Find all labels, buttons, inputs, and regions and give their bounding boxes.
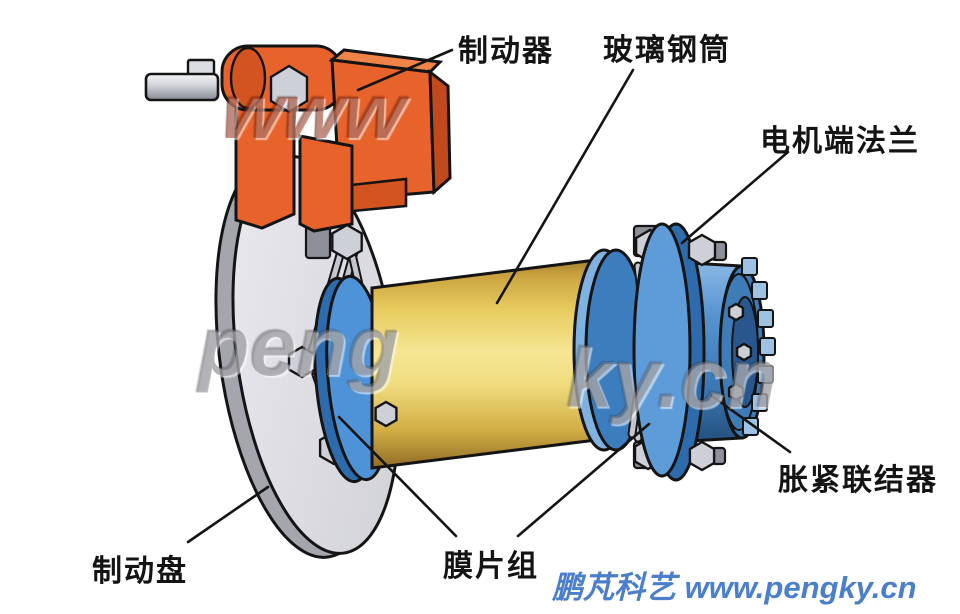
leader-brake-disc — [186, 485, 270, 544]
bolt-right-bottom-right — [688, 440, 716, 472]
leader-brake — [356, 48, 454, 92]
bolt-left-top — [331, 223, 363, 261]
bolt-right-top-right — [687, 233, 717, 267]
caliper-cylinder-cap — [229, 46, 267, 110]
bolt-left-flange-mid — [374, 400, 398, 428]
leader-expansion-coupling — [710, 394, 792, 454]
caliper-block-side — [428, 68, 452, 196]
leader-motor-end-flange — [680, 150, 790, 245]
leader-diaphragm-left — [337, 415, 458, 538]
leader-lines — [186, 48, 792, 544]
label-diaphragm-group: 膜片组 — [443, 550, 539, 583]
label-fiberglass-tube: 玻璃钢筒 — [603, 34, 731, 67]
label-motor-end-flange: 电机端法兰 — [760, 125, 920, 158]
leader-fiberglass-tube — [495, 68, 635, 305]
label-brake-disc: 制动盘 — [92, 555, 188, 588]
motor-end-flange — [632, 222, 728, 482]
brake-caliper — [144, 44, 452, 233]
caliper-bolt — [269, 64, 309, 114]
site-credit: 鹏芃科艺 www.pengky.cn — [552, 570, 917, 605]
caliper-front-leg — [298, 134, 354, 233]
brake-shaft — [144, 72, 220, 102]
label-brake: 制动器 — [458, 35, 554, 68]
label-expansion-coupling: 胀紧联结器 — [778, 464, 938, 497]
leader-diaphragm-right — [516, 422, 651, 538]
tube-flange-right — [572, 248, 648, 452]
caliper-left-leg — [234, 102, 296, 230]
bolt-left-mid — [287, 345, 317, 379]
